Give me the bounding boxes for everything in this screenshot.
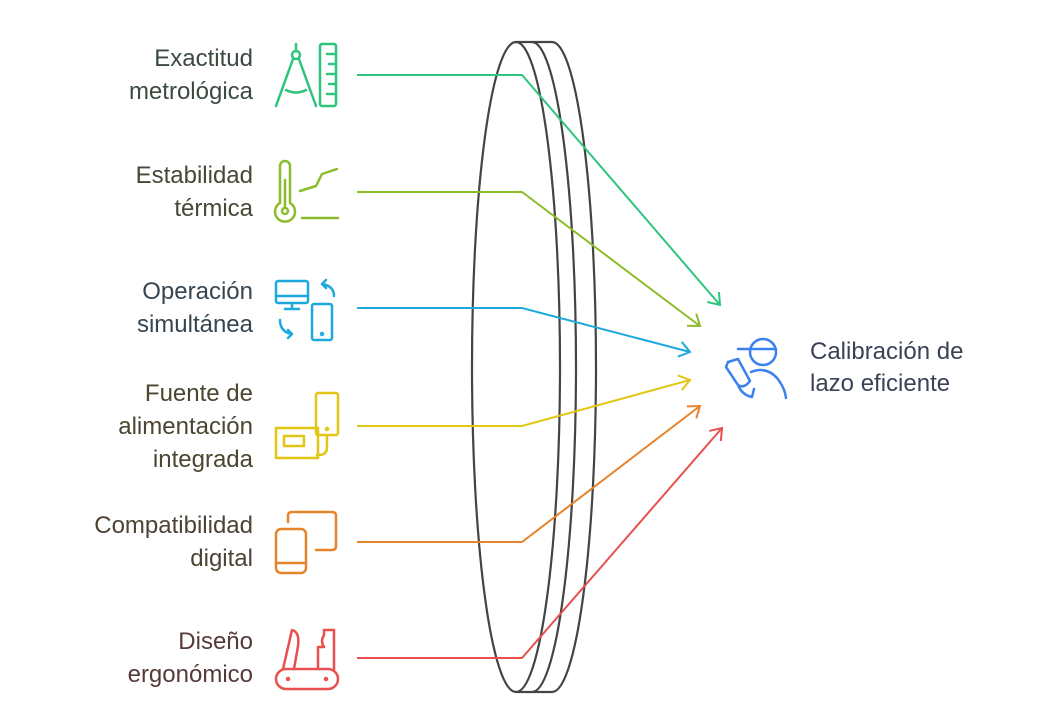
connector-arrow bbox=[357, 426, 724, 659]
factor-label-line: Operación bbox=[142, 278, 253, 305]
connector-arrow bbox=[357, 307, 692, 358]
factor-label-line: alimentación bbox=[118, 412, 253, 440]
factor-label: Exactitud metrológica bbox=[129, 42, 253, 108]
power-bank-phone-icon bbox=[274, 391, 340, 460]
factor-label-line: Fuente de bbox=[144, 379, 253, 407]
connector-arrow bbox=[357, 74, 722, 307]
outcome-label-line: lazo eficiente bbox=[810, 370, 951, 397]
connector-arrow bbox=[357, 374, 692, 427]
multitool-icon bbox=[274, 628, 340, 691]
thermometer-graph-icon bbox=[273, 159, 340, 223]
factor-label-line: metrológica bbox=[128, 78, 253, 105]
outcome-label-line: Calibración de bbox=[810, 338, 964, 365]
factor-label-line: simultánea bbox=[136, 311, 253, 338]
devices-icon bbox=[274, 510, 338, 575]
factor-label-line: Estabilidad bbox=[135, 162, 253, 189]
connector-arrow bbox=[357, 191, 702, 328]
factor-label: Operación simultánea bbox=[137, 275, 253, 341]
lens-shape bbox=[470, 40, 598, 694]
factor-label: Compatibilidad digital bbox=[94, 509, 253, 575]
outcome-label: Calibración de lazo eficiente bbox=[810, 336, 963, 400]
factor-label: Fuente de alimentación integrada bbox=[118, 377, 253, 476]
factor-label-line: digital bbox=[190, 545, 253, 572]
connector-arrow bbox=[357, 404, 702, 543]
factor-label: Diseño ergonómico bbox=[128, 625, 253, 691]
technician-icon bbox=[724, 337, 788, 400]
monitor-phone-sync-icon bbox=[274, 278, 336, 342]
factor-label-line: integrada bbox=[152, 445, 253, 473]
compass-ruler-icon bbox=[274, 42, 338, 108]
factor-label-line: Exactitud bbox=[154, 45, 253, 72]
factor-label-line: Diseño bbox=[178, 628, 253, 655]
factor-label: Estabilidad térmica bbox=[136, 159, 253, 225]
factor-label-line: Compatibilidad bbox=[94, 512, 253, 539]
factor-label-line: ergonómico bbox=[127, 661, 253, 688]
factor-label-line: térmica bbox=[174, 195, 253, 222]
